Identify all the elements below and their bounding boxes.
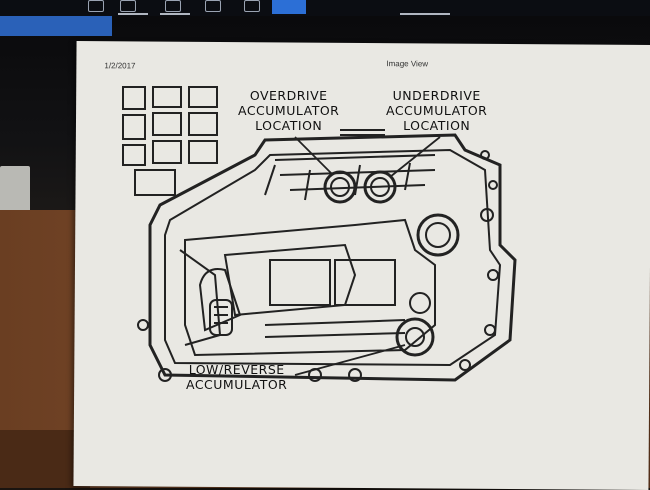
low-reverse-label: LOW/REVERSE ACCUMULATOR [186,362,287,392]
taskbar-app-icon[interactable] [165,0,181,12]
print-date: 1/2/2017 [104,61,136,71]
overdrive-label-line: ACCUMULATOR [238,103,340,118]
taskbar-indicator [118,13,148,15]
overdrive-label-line: OVERDRIVE [249,88,328,103]
taskbar-active-app[interactable] [272,0,306,14]
taskbar-indicator [400,13,450,15]
taskbar-app-icon[interactable] [205,0,221,12]
screen-edge [0,16,112,36]
taskbar [0,0,650,16]
underdrive-label-line: ACCUMULATOR [386,103,488,118]
low-reverse-label-line: ACCUMULATOR [186,377,288,392]
print-title: Image View [386,59,429,69]
underdrive-label: UNDERDRIVE ACCUMULATOR LOCATION [386,88,487,133]
overdrive-label-line: LOCATION [255,118,323,133]
taskbar-indicator [160,13,190,15]
taskbar-app-icon[interactable] [244,0,260,12]
overdrive-label: OVERDRIVE ACCUMULATOR LOCATION [238,88,339,133]
taskbar-app-icon[interactable] [120,0,136,12]
taskbar-app-icon[interactable] [88,0,104,12]
underdrive-label-line: UNDERDRIVE [392,88,481,103]
transmission-valve-body-diagram [122,86,517,382]
low-reverse-label-line: LOW/REVERSE [188,362,285,377]
underdrive-label-line: LOCATION [403,118,471,133]
